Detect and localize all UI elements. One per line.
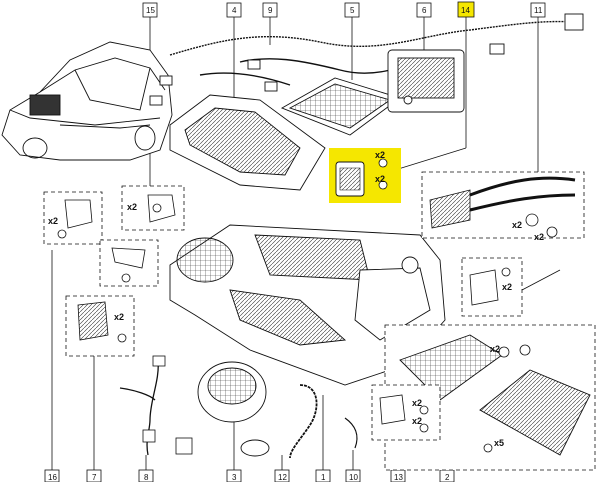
callout-6-label: 6 bbox=[422, 6, 427, 15]
screw-icon bbox=[501, 267, 511, 277]
qty-7: x2 bbox=[114, 312, 124, 322]
bottom-callout-labels: 16 7 8 3 12 1 10 13 2 bbox=[48, 473, 450, 482]
harness-connector-left bbox=[159, 75, 173, 86]
connector-block bbox=[175, 437, 193, 455]
blower-motor-part-3 bbox=[197, 361, 270, 457]
resistor-part bbox=[240, 439, 270, 457]
callout-12-label: 12 bbox=[278, 473, 287, 482]
main-hvac-housing bbox=[169, 224, 446, 386]
screw-icon bbox=[519, 344, 531, 356]
kit-box-right bbox=[461, 257, 561, 317]
callout-7-label: 7 bbox=[92, 473, 97, 482]
qty-16: x2 bbox=[48, 216, 58, 226]
wiring-harness-9 bbox=[149, 13, 584, 106]
qty-14b: x2 bbox=[375, 174, 385, 184]
hvac-location-marker bbox=[29, 94, 61, 116]
top-callouts bbox=[142, 1, 546, 186]
screw-icon bbox=[483, 443, 493, 453]
callout-13-label: 13 bbox=[394, 473, 403, 482]
callout-3-label: 3 bbox=[232, 473, 237, 482]
harness-connector-mid bbox=[247, 59, 261, 70]
kit-box-7 bbox=[65, 295, 135, 357]
callout-9-label: 9 bbox=[268, 6, 273, 15]
qty-right: x2 bbox=[502, 282, 512, 292]
o-ring-icon bbox=[525, 213, 539, 227]
qty-2: x5 bbox=[494, 438, 504, 448]
harness-connector-left2 bbox=[149, 95, 163, 106]
screw-icon bbox=[403, 95, 413, 105]
callout-8-label: 8 bbox=[144, 473, 149, 482]
callout-1-label: 1 bbox=[321, 473, 326, 482]
blower-inlet bbox=[176, 237, 234, 283]
qty-14a: x2 bbox=[375, 150, 385, 160]
qty-13b: x2 bbox=[412, 416, 422, 426]
harness-connector-mid2 bbox=[264, 81, 278, 92]
kit-box-15 bbox=[121, 185, 185, 231]
kit-box-11 bbox=[421, 171, 585, 239]
harness-10 bbox=[344, 417, 358, 449]
kit-box-13 bbox=[371, 384, 441, 441]
harness-8 bbox=[119, 355, 193, 456]
qty-15: x2 bbox=[127, 202, 137, 212]
callout-leader-14b bbox=[394, 147, 467, 171]
kit-box-bracket bbox=[99, 239, 159, 287]
screw-icon bbox=[152, 203, 162, 213]
callout-4-label: 4 bbox=[232, 6, 237, 15]
upper-housing-part-4 bbox=[169, 94, 326, 191]
callout-15-label: 15 bbox=[146, 6, 155, 15]
o-ring-icon bbox=[546, 226, 558, 238]
screw-icon bbox=[121, 273, 131, 283]
qty-13a: x2 bbox=[412, 398, 422, 408]
top-callout-labels: 15 4 9 5 6 14 11 bbox=[146, 6, 543, 15]
callout-11-label: 11 bbox=[534, 6, 543, 15]
callout-16-label: 16 bbox=[48, 473, 57, 482]
harness-12 bbox=[289, 384, 318, 459]
callout-5-label: 5 bbox=[350, 6, 355, 15]
qty-11a: x2 bbox=[512, 220, 522, 230]
screw-icon bbox=[378, 158, 388, 168]
screw-icon bbox=[378, 180, 388, 190]
bottom-callouts bbox=[44, 250, 455, 482]
qty-11b: x2 bbox=[534, 232, 544, 242]
actuator-part-14 bbox=[329, 148, 401, 203]
callout-14-label: 14 bbox=[461, 6, 470, 15]
kit-box-16 bbox=[43, 191, 103, 245]
harness-connector-right bbox=[564, 13, 584, 31]
callout-10-label: 10 bbox=[349, 473, 358, 482]
screw-icon bbox=[57, 229, 67, 239]
screw-icon bbox=[117, 333, 127, 343]
car-illustration bbox=[1, 41, 173, 161]
qty-1: x2 bbox=[490, 344, 500, 354]
screw-icon bbox=[419, 405, 429, 415]
harness-connector-right2 bbox=[489, 43, 505, 55]
cover-part-6 bbox=[387, 49, 465, 113]
screw-icon bbox=[419, 423, 429, 433]
screw-icon bbox=[498, 346, 510, 358]
callout-2-label: 2 bbox=[445, 473, 450, 482]
cabin-filter-part-5 bbox=[280, 77, 401, 136]
